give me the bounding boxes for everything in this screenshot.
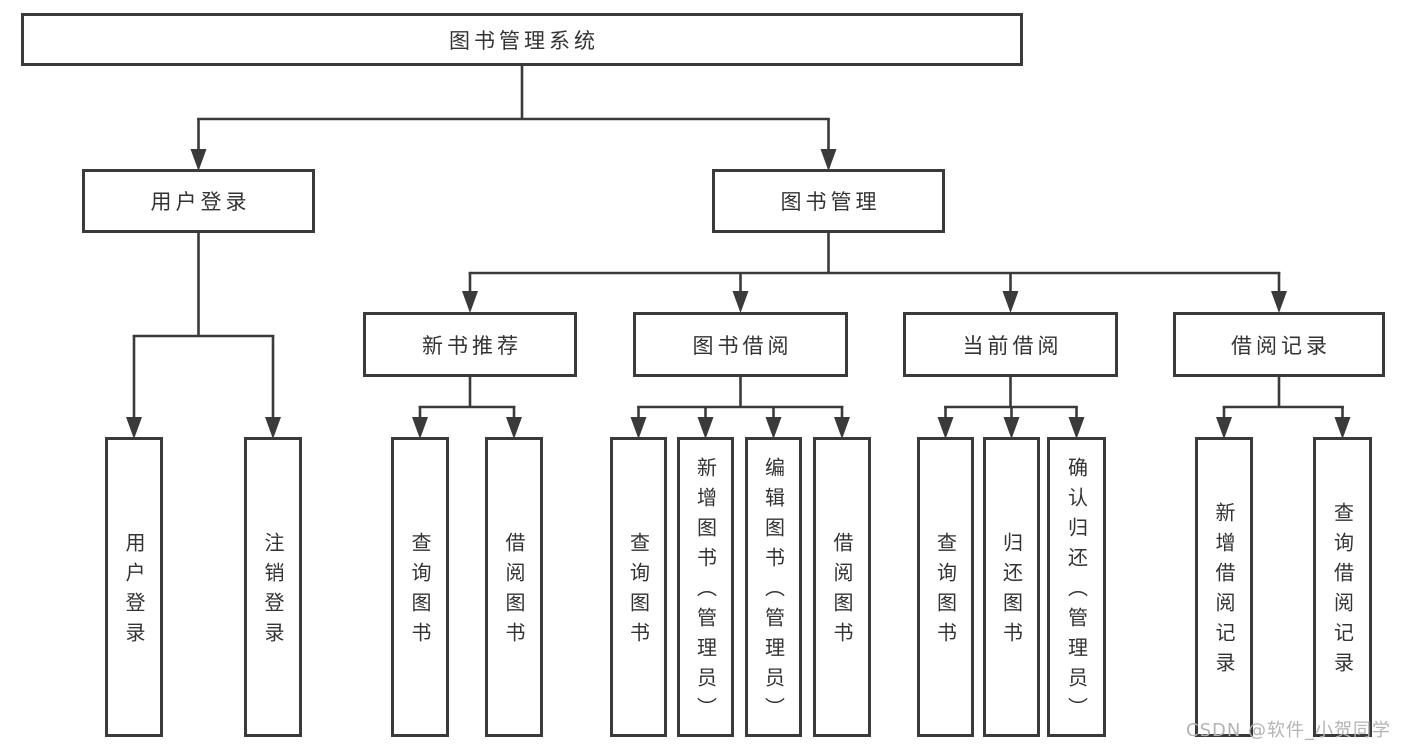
node-root-library-system: 图书管理系统: [21, 13, 1023, 66]
leaf-query-books-current: 查询图书: [917, 437, 974, 737]
node-borrowing-records: 借阅记录: [1173, 312, 1385, 377]
leaf-add-books-admin: 新增图书（管理员）: [677, 437, 734, 737]
node-book-borrowing: 图书借阅: [633, 312, 848, 377]
node-new-book-recommend: 新书推荐: [363, 312, 577, 377]
leaf-logout: 注销登录: [244, 437, 302, 737]
leaf-query-books-borrowing: 查询图书: [610, 437, 667, 737]
leaf-confirm-return-admin: 确认归还（管理员）: [1047, 437, 1106, 737]
node-user-login: 用户登录: [82, 169, 315, 233]
leaf-query-borrow-record: 查询借阅记录: [1313, 437, 1372, 737]
leaf-borrow-books: 借阅图书: [813, 437, 871, 737]
leaf-user-login: 用户登录: [105, 437, 163, 737]
node-current-borrowing: 当前借阅: [903, 312, 1118, 377]
leaf-borrow-books-recommend: 借阅图书: [485, 437, 543, 737]
leaf-add-borrow-record: 新增借阅记录: [1195, 437, 1253, 737]
leaf-edit-books-admin: 编辑图书（管理员）: [745, 437, 802, 737]
leaf-query-books-recommend: 查询图书: [391, 437, 449, 737]
csdn-watermark: CSDN @软件_小贺同学: [1186, 720, 1392, 741]
leaf-return-books: 归还图书: [983, 437, 1040, 737]
node-book-management: 图书管理: [712, 169, 945, 233]
